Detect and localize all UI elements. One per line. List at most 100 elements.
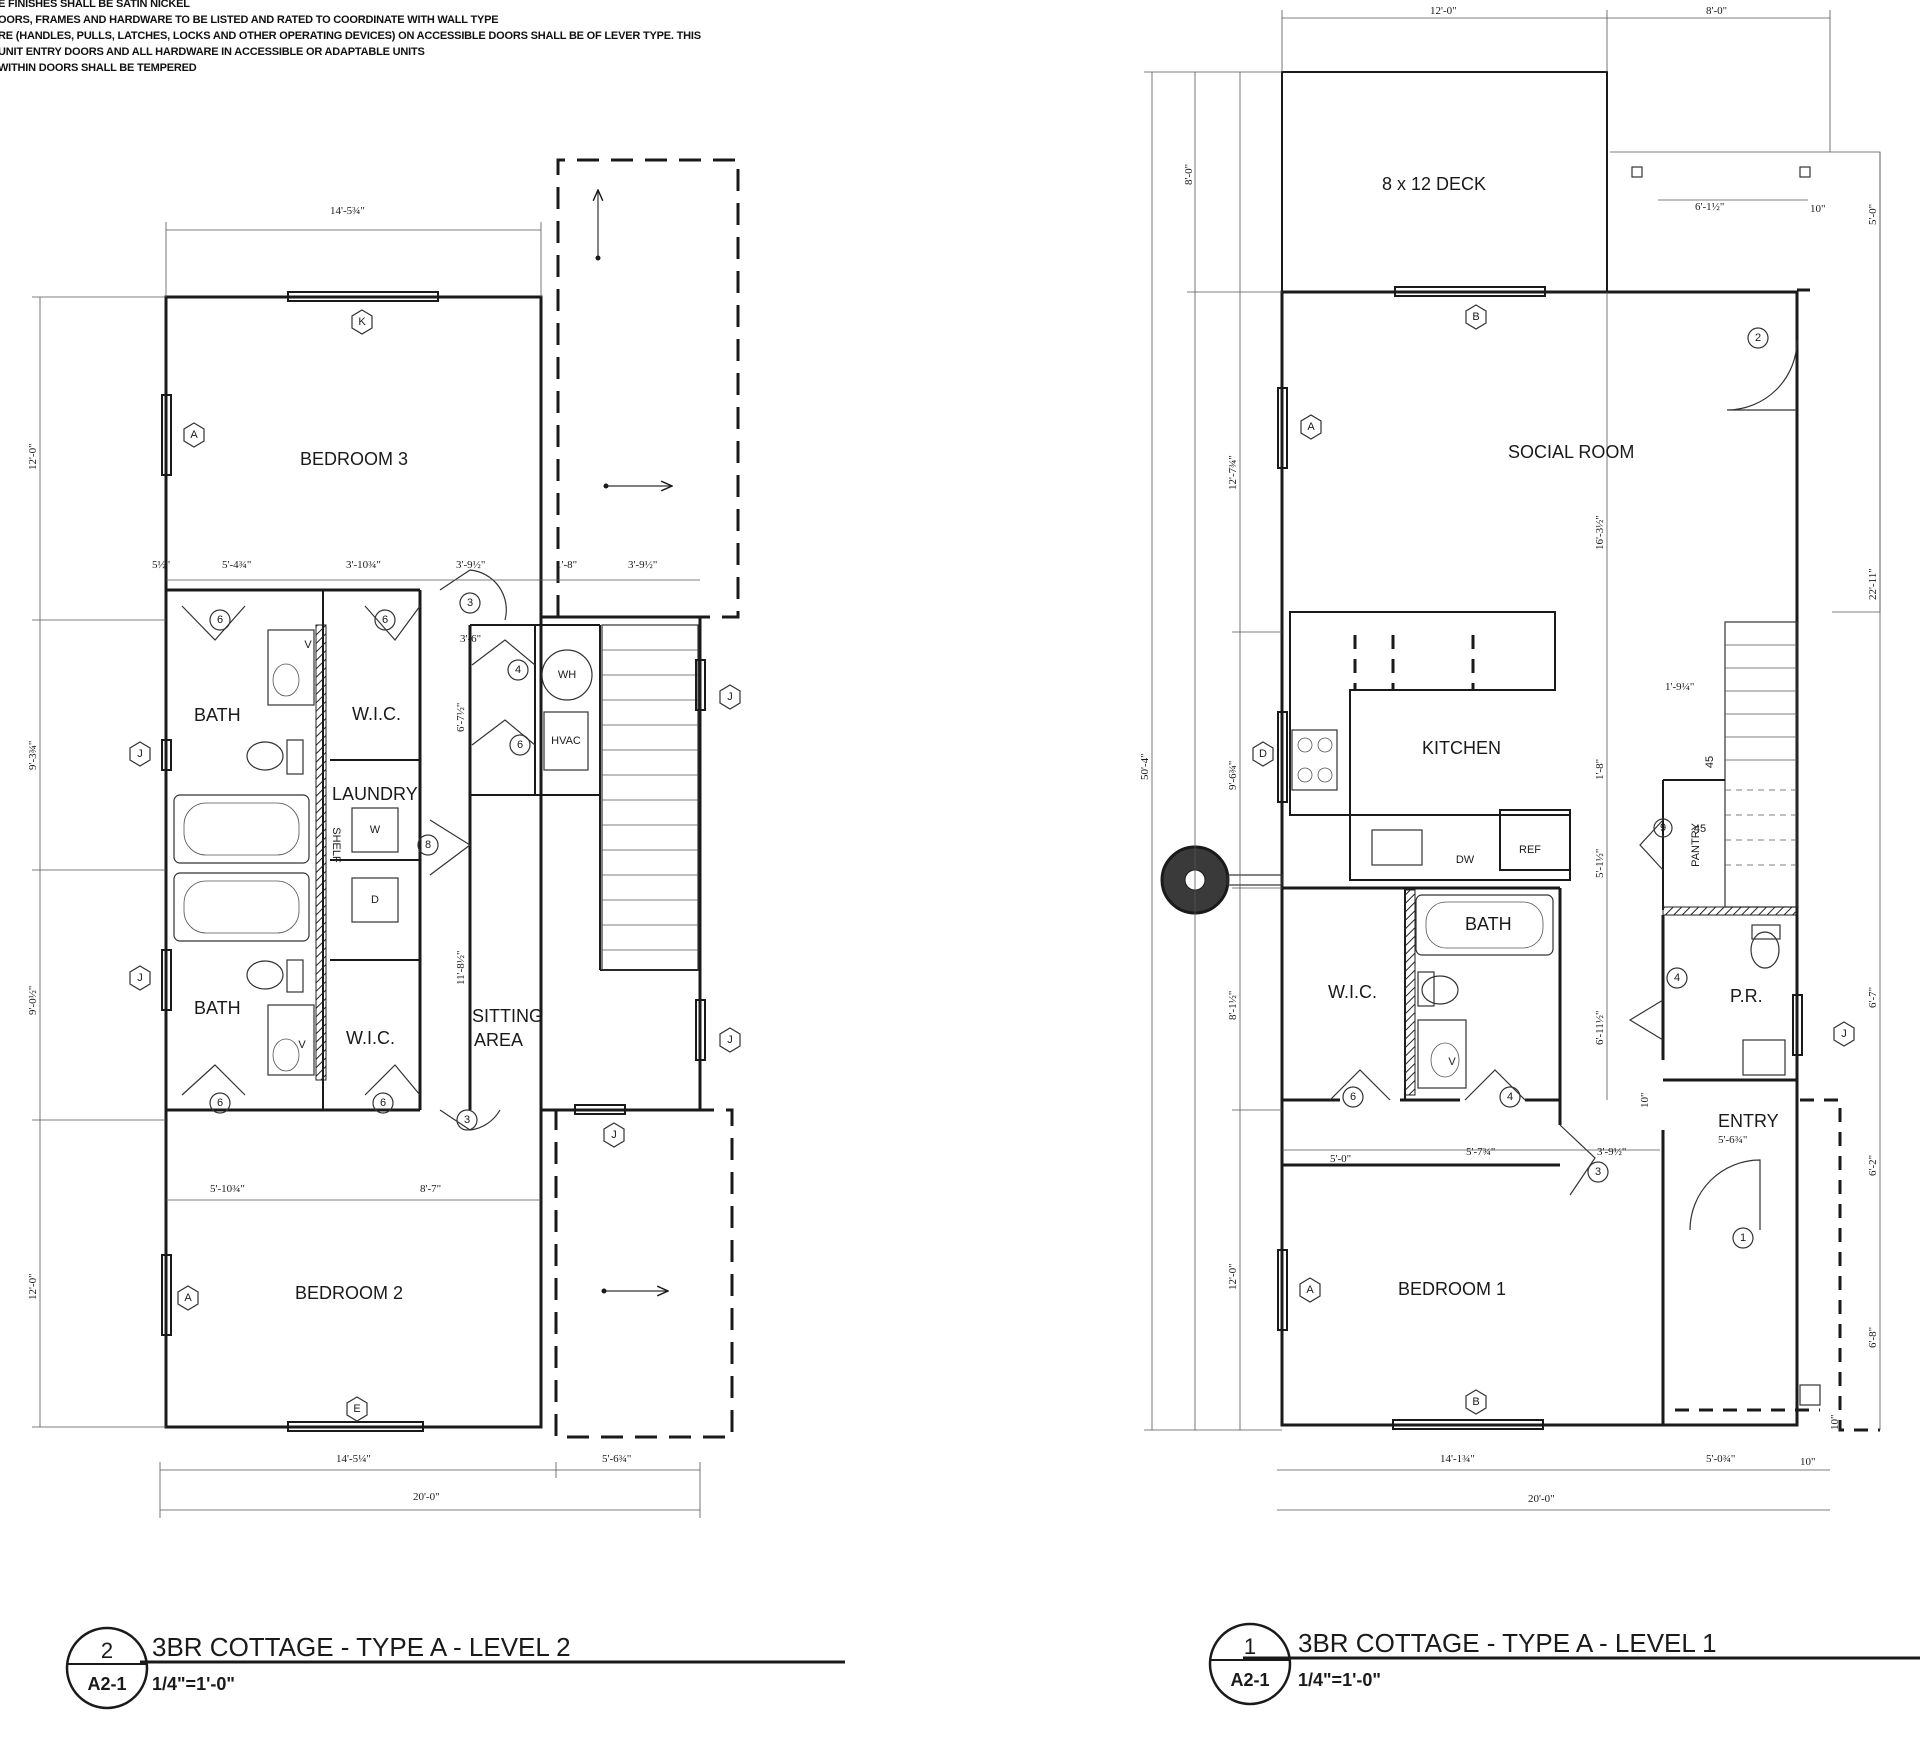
dimension-label: 12'-0"	[27, 1273, 39, 1300]
dimension-label: 5'-0¾"	[1706, 1453, 1735, 1465]
door-tag: 1	[1740, 1232, 1746, 1244]
note-line: OORS, FRAMES AND HARDWARE TO BE LISTED A…	[0, 14, 499, 26]
level-1-tags: B A D J A B 2 1 3 4 4 6 9	[1252, 304, 1855, 1415]
dimension-label: 45	[1704, 756, 1716, 768]
door-tag: 6	[217, 1097, 223, 1109]
note-line: RE (HANDLES, PULLS, LATCHES, LOCKS AND O…	[0, 30, 701, 42]
vanity-label: V	[298, 1039, 306, 1051]
door-tag: 9	[1660, 822, 1666, 834]
level-1-plan	[1144, 10, 1881, 1511]
dimension-label: 10"	[1800, 1456, 1816, 1468]
room-label-deck: 8 x 12 DECK	[1382, 174, 1486, 194]
refrigerator-label: REF	[1519, 844, 1541, 856]
dimension-label: 6'-8"	[1867, 1327, 1879, 1348]
dimension-label: 12'-0"	[1430, 5, 1457, 17]
dimension-label: 3'-10¾"	[346, 559, 381, 571]
room-label-social-room: SOCIAL ROOM	[1508, 442, 1634, 462]
window-tag: J	[137, 972, 143, 984]
door-tag: 4	[515, 664, 521, 676]
door-tag: 3	[467, 597, 473, 609]
dimension-label: 10"	[1639, 1093, 1651, 1109]
vanity-label: V	[304, 639, 312, 651]
dimension-label: 1'-8"	[1594, 759, 1606, 780]
dimension-label: 9'-6¾"	[1227, 761, 1239, 790]
dimension-label: 20'-0"	[1528, 1493, 1555, 1505]
dimension-label: 5'-4¾"	[222, 559, 251, 571]
deck	[1281, 71, 1608, 293]
dimension-label: 5½"	[152, 559, 170, 571]
dimension-label: 14'-1¾"	[1440, 1453, 1475, 1465]
dimension-label: 5'-10¾"	[210, 1183, 245, 1195]
door-tag: 6	[217, 614, 223, 626]
dimension-label: 3'-9½"	[628, 559, 657, 571]
roof-outline-lower	[554, 1108, 734, 1439]
window-tag: A	[1306, 1284, 1314, 1296]
room-label-wic: W.I.C.	[346, 1028, 395, 1048]
window-tag: J	[727, 691, 733, 703]
room-label-bath: BATH	[194, 998, 241, 1018]
note-line: WITHIN DOORS SHALL BE TEMPERED	[0, 62, 197, 74]
door-tag: 4	[1674, 972, 1680, 984]
dimension-label: 11'-8½"	[455, 951, 467, 985]
level-1-title: 3BR COTTAGE - TYPE A - LEVEL 1	[1298, 1628, 1717, 1658]
window-tag: A	[1307, 421, 1315, 433]
shelf-label: SHELF	[330, 827, 342, 863]
dimension-label: 12'-7¾"	[1227, 455, 1239, 490]
level-2-tags: K A J J J J J A E 6 6 6 6 6 3 3 4 8	[129, 309, 741, 1422]
dimension-label: 5'-6¾"	[1718, 1134, 1747, 1146]
room-label-kitchen: KITCHEN	[1422, 738, 1501, 758]
dryer-label: D	[371, 894, 379, 906]
level-2-title-bubble	[65, 1626, 149, 1710]
note-line: UNIT ENTRY DOORS AND ALL HARDWARE IN ACC…	[0, 46, 425, 58]
dimension-label: 14'-5¾"	[330, 205, 365, 217]
water-heater-label: WH	[558, 669, 576, 681]
dimension-label: 8'-1½"	[1227, 991, 1239, 1020]
door-tag: 6	[1350, 1091, 1356, 1103]
dimension-label: 3'-6"	[460, 633, 481, 645]
dimension-label: 5'-0"	[1330, 1153, 1351, 1165]
level-2-plan	[32, 158, 740, 1518]
pantry-label: PANTRY	[1690, 823, 1702, 867]
window-tag: J	[727, 1034, 733, 1046]
level-1-scale: 1/4"=1'-0"	[1298, 1670, 1381, 1690]
door-tag: 8	[425, 839, 431, 851]
dimension-label: 10"	[1829, 1415, 1841, 1431]
dimension-label: 45	[1694, 823, 1706, 835]
vanity-label: V	[1448, 1056, 1456, 1068]
roof-outline-upper	[556, 158, 740, 619]
room-label-bedroom-3: BEDROOM 3	[300, 449, 408, 469]
dimension-label: 20'-0"	[413, 1491, 440, 1503]
dimension-label: 9'-0½"	[27, 986, 39, 1015]
hvac-label: HVAC	[551, 735, 581, 747]
dimension-label: 6'-11½"	[1594, 1011, 1606, 1045]
dimension-label: 8'-0"	[1706, 5, 1727, 17]
washer-label: W	[370, 824, 381, 836]
door-tag: 4	[1507, 1091, 1513, 1103]
dimension-label: 5'-0"	[1867, 204, 1879, 225]
window-tag: J	[137, 748, 143, 760]
window-tag: A	[190, 429, 198, 441]
dimension-label: 5'-7¾"	[1466, 1146, 1495, 1158]
level-1-sheet-number: A2-1	[1230, 1670, 1269, 1690]
level-1-title-bubble	[1208, 1622, 1292, 1706]
kitchen-counter	[1289, 611, 1556, 816]
room-label-bedroom-1: BEDROOM 1	[1398, 1279, 1506, 1299]
room-label-sitting: SITTING	[472, 1006, 543, 1026]
dimension-label: 3'-9½"	[1597, 1146, 1626, 1158]
dimension-label: 6'-2"	[1867, 1155, 1879, 1176]
dimension-label: 5'-1½"	[1594, 849, 1606, 878]
window-tag: E	[353, 1403, 360, 1415]
door-tag: 6	[380, 1097, 386, 1109]
room-label-bedroom-2: BEDROOM 2	[295, 1283, 403, 1303]
dimension-label: 16'-3½"	[1594, 515, 1606, 550]
room-label-bath: BATH	[1465, 914, 1512, 934]
dimension-label: 3'-9½"	[456, 559, 485, 571]
room-label-wic: W.I.C.	[1328, 982, 1377, 1002]
window-tag: K	[358, 316, 366, 328]
level-2-scale: 1/4"=1'-0"	[152, 1674, 235, 1694]
door-tag: 2	[1755, 332, 1761, 344]
window-tag: B	[1472, 1396, 1479, 1408]
dimension-label: 14'-5¼"	[336, 1453, 371, 1465]
level-2-detail-number: 2	[101, 1638, 113, 1663]
